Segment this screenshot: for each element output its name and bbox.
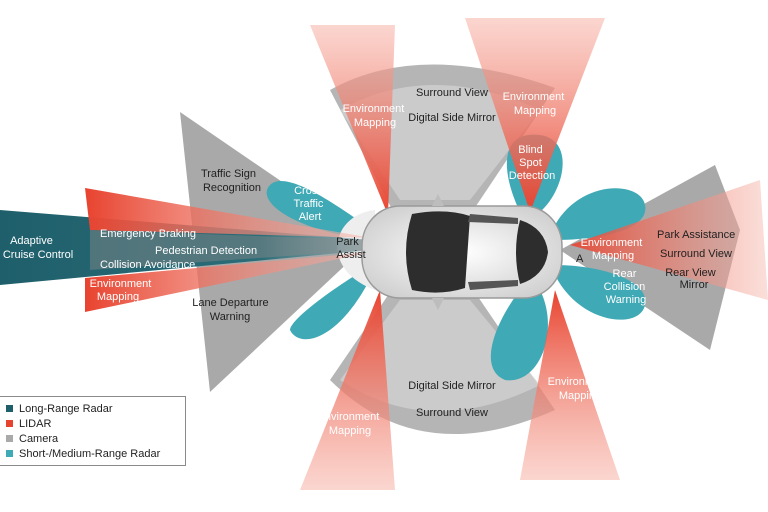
- legend-label: Short-/Medium-Range Radar: [19, 447, 161, 460]
- legend-label: LIDAR: [19, 417, 52, 430]
- label-digital-mirror-top: Digital Side Mirror: [408, 112, 496, 124]
- legend-label: Camera: [19, 432, 59, 445]
- label-env-mapping-right: Environment Mapping: [581, 237, 646, 262]
- label-blind-spot: Blind Spot Detection: [509, 144, 555, 182]
- label-env-mapping-top-right: Environment Mapping: [503, 91, 568, 117]
- label-cross-traffic: Cross Traffic Alert: [293, 185, 326, 223]
- label-park-assistance: Park Assistance: [657, 229, 735, 241]
- lidar-beam-left-lower: [85, 252, 372, 312]
- surround-view-bottom-arc: [340, 300, 540, 412]
- camera-beam-left-mid: [90, 230, 372, 270]
- sensor-legend: Long-Range Radar LIDAR Camera Short-/Med…: [0, 396, 186, 466]
- label-surround-view-right: Surround View: [660, 248, 732, 260]
- srr-lobe-bottom-right: [490, 290, 548, 381]
- srr-lobe-rear-bottom: [555, 265, 646, 320]
- car-top-view: [361, 194, 563, 310]
- label-rear-collision: Rear Collision Warning: [604, 268, 649, 306]
- legend-item-lidar: LIDAR: [6, 416, 179, 431]
- lidar-fan-top-left: [310, 25, 395, 215]
- legend-swatch: [6, 435, 13, 442]
- legend-swatch: [6, 405, 13, 412]
- label-env-mapping-bottom-right: Environment Mapping: [548, 376, 613, 402]
- label-park-assist: Park Assist: [336, 236, 366, 261]
- lidar-beam-right: [570, 180, 768, 300]
- label-partial-rear: A: [576, 253, 584, 265]
- label-env-mapping-top-left: Environment Mapping: [343, 103, 408, 129]
- legend-item-long-range-radar: Long-Range Radar: [6, 401, 179, 416]
- lidar-fan-bottom-right: [520, 290, 620, 480]
- label-digital-mirror-bottom: Digital Side Mirror: [408, 380, 496, 392]
- label-traffic-sign: Traffic Sign Recognition: [201, 168, 261, 194]
- lidar-fan-bottom-left: [300, 290, 395, 490]
- label-rear-view-mirror: Rear View Mirror: [665, 267, 719, 291]
- label-env-mapping-bottom-left: Environment Mapping: [318, 411, 383, 437]
- srr-lobe-left-lower: [290, 265, 372, 340]
- label-emergency-braking: Emergency Braking: [100, 228, 196, 240]
- label-lane-departure: Lane Departure Warning: [192, 297, 272, 323]
- label-surround-view-top: Surround View: [416, 87, 488, 99]
- label-adaptive-cruise: Adaptive Cruise Control: [3, 235, 73, 261]
- legend-label: Long-Range Radar: [19, 402, 113, 415]
- legend-item-short-medium-radar: Short-/Medium-Range Radar: [6, 446, 179, 461]
- label-env-mapping-left: Environment Mapping: [90, 278, 155, 303]
- legend-item-camera: Camera: [6, 431, 179, 446]
- lidar-fan-top-right: [465, 18, 605, 212]
- label-surround-view-bottom: Surround View: [416, 407, 488, 419]
- legend-swatch: [6, 450, 13, 457]
- label-pedestrian-detection: Pedestrian Detection: [155, 245, 257, 257]
- lidar-beam-left-upper: [85, 188, 372, 238]
- legend-swatch: [6, 420, 13, 427]
- label-collision-avoidance: Collision Avoidance: [100, 259, 195, 271]
